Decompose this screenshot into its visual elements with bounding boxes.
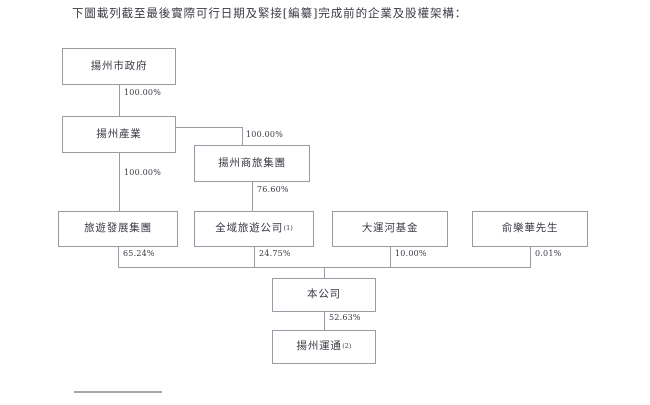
connector-commerce-to-quanyu bbox=[252, 182, 253, 211]
connector-yu-drop bbox=[530, 247, 531, 267]
connector-industry-to-commerce-vertical bbox=[242, 127, 243, 145]
percent-quanyu-to-company: 24.75% bbox=[259, 249, 291, 258]
node-label: 大運河基金 bbox=[361, 222, 419, 235]
percent-yu-to-company: 0.01% bbox=[535, 249, 562, 258]
percent-industry-to-tourism: 100.00% bbox=[124, 168, 161, 177]
percent-company-to-yuntong: 52.63% bbox=[329, 313, 361, 322]
node-label: 揚州產業 bbox=[96, 127, 142, 140]
connector-fund-drop bbox=[390, 247, 391, 267]
node-quanyu-tourism-company: 全域旅遊公司(1) bbox=[194, 211, 314, 247]
percent-tourism-to-company: 65.24% bbox=[123, 249, 155, 258]
percent-commerce-to-quanyu: 76.60% bbox=[257, 185, 289, 194]
footnote-separator bbox=[74, 391, 162, 393]
node-mr-yu-lehua: 俞樂華先生 bbox=[472, 211, 588, 247]
node-label: 本公司 bbox=[307, 288, 341, 301]
connector-company-to-yuntong bbox=[324, 312, 325, 330]
node-yangzhou-industry: 揚州產業 bbox=[62, 116, 176, 153]
node-label: 揚州市政府 bbox=[90, 59, 148, 72]
node-tourism-development-group: 旅遊發展集團 bbox=[58, 211, 178, 247]
node-the-company: 本公司 bbox=[272, 278, 376, 312]
percent-government-to-industry: 100.00% bbox=[124, 88, 161, 97]
node-superscript: (1) bbox=[283, 224, 293, 233]
connector-industry-to-commerce-horizontal bbox=[176, 127, 242, 128]
node-yangzhou-yuntong: 揚州運通(2) bbox=[272, 330, 376, 364]
connector-government-to-industry bbox=[119, 85, 120, 116]
node-label: 揚州商旅集團 bbox=[218, 156, 286, 169]
connector-tourism-drop bbox=[118, 247, 119, 267]
page-title: 下圖載列截至最後實際可行日期及緊接[編纂]完成前的企業及股權架構： bbox=[72, 6, 468, 20]
node-superscript: (2) bbox=[342, 342, 352, 351]
connector-bus-to-company bbox=[324, 267, 325, 278]
node-label: 全域旅遊公司 bbox=[215, 222, 284, 235]
node-label: 旅遊發展集團 bbox=[84, 222, 152, 235]
node-label: 揚州運通 bbox=[296, 340, 342, 353]
percent-fund-to-company: 10.00% bbox=[395, 249, 427, 258]
node-grand-canal-fund: 大運河基金 bbox=[332, 211, 448, 247]
percent-industry-to-commerce: 100.00% bbox=[246, 130, 283, 139]
node-yangzhou-commerce-travel-group: 揚州商旅集團 bbox=[194, 145, 310, 182]
connector-industry-to-tourism bbox=[119, 153, 120, 211]
connector-quanyu-drop bbox=[254, 247, 255, 267]
node-yangzhou-municipal-government: 揚州市政府 bbox=[62, 48, 176, 85]
node-label: 俞樂華先生 bbox=[501, 222, 559, 235]
